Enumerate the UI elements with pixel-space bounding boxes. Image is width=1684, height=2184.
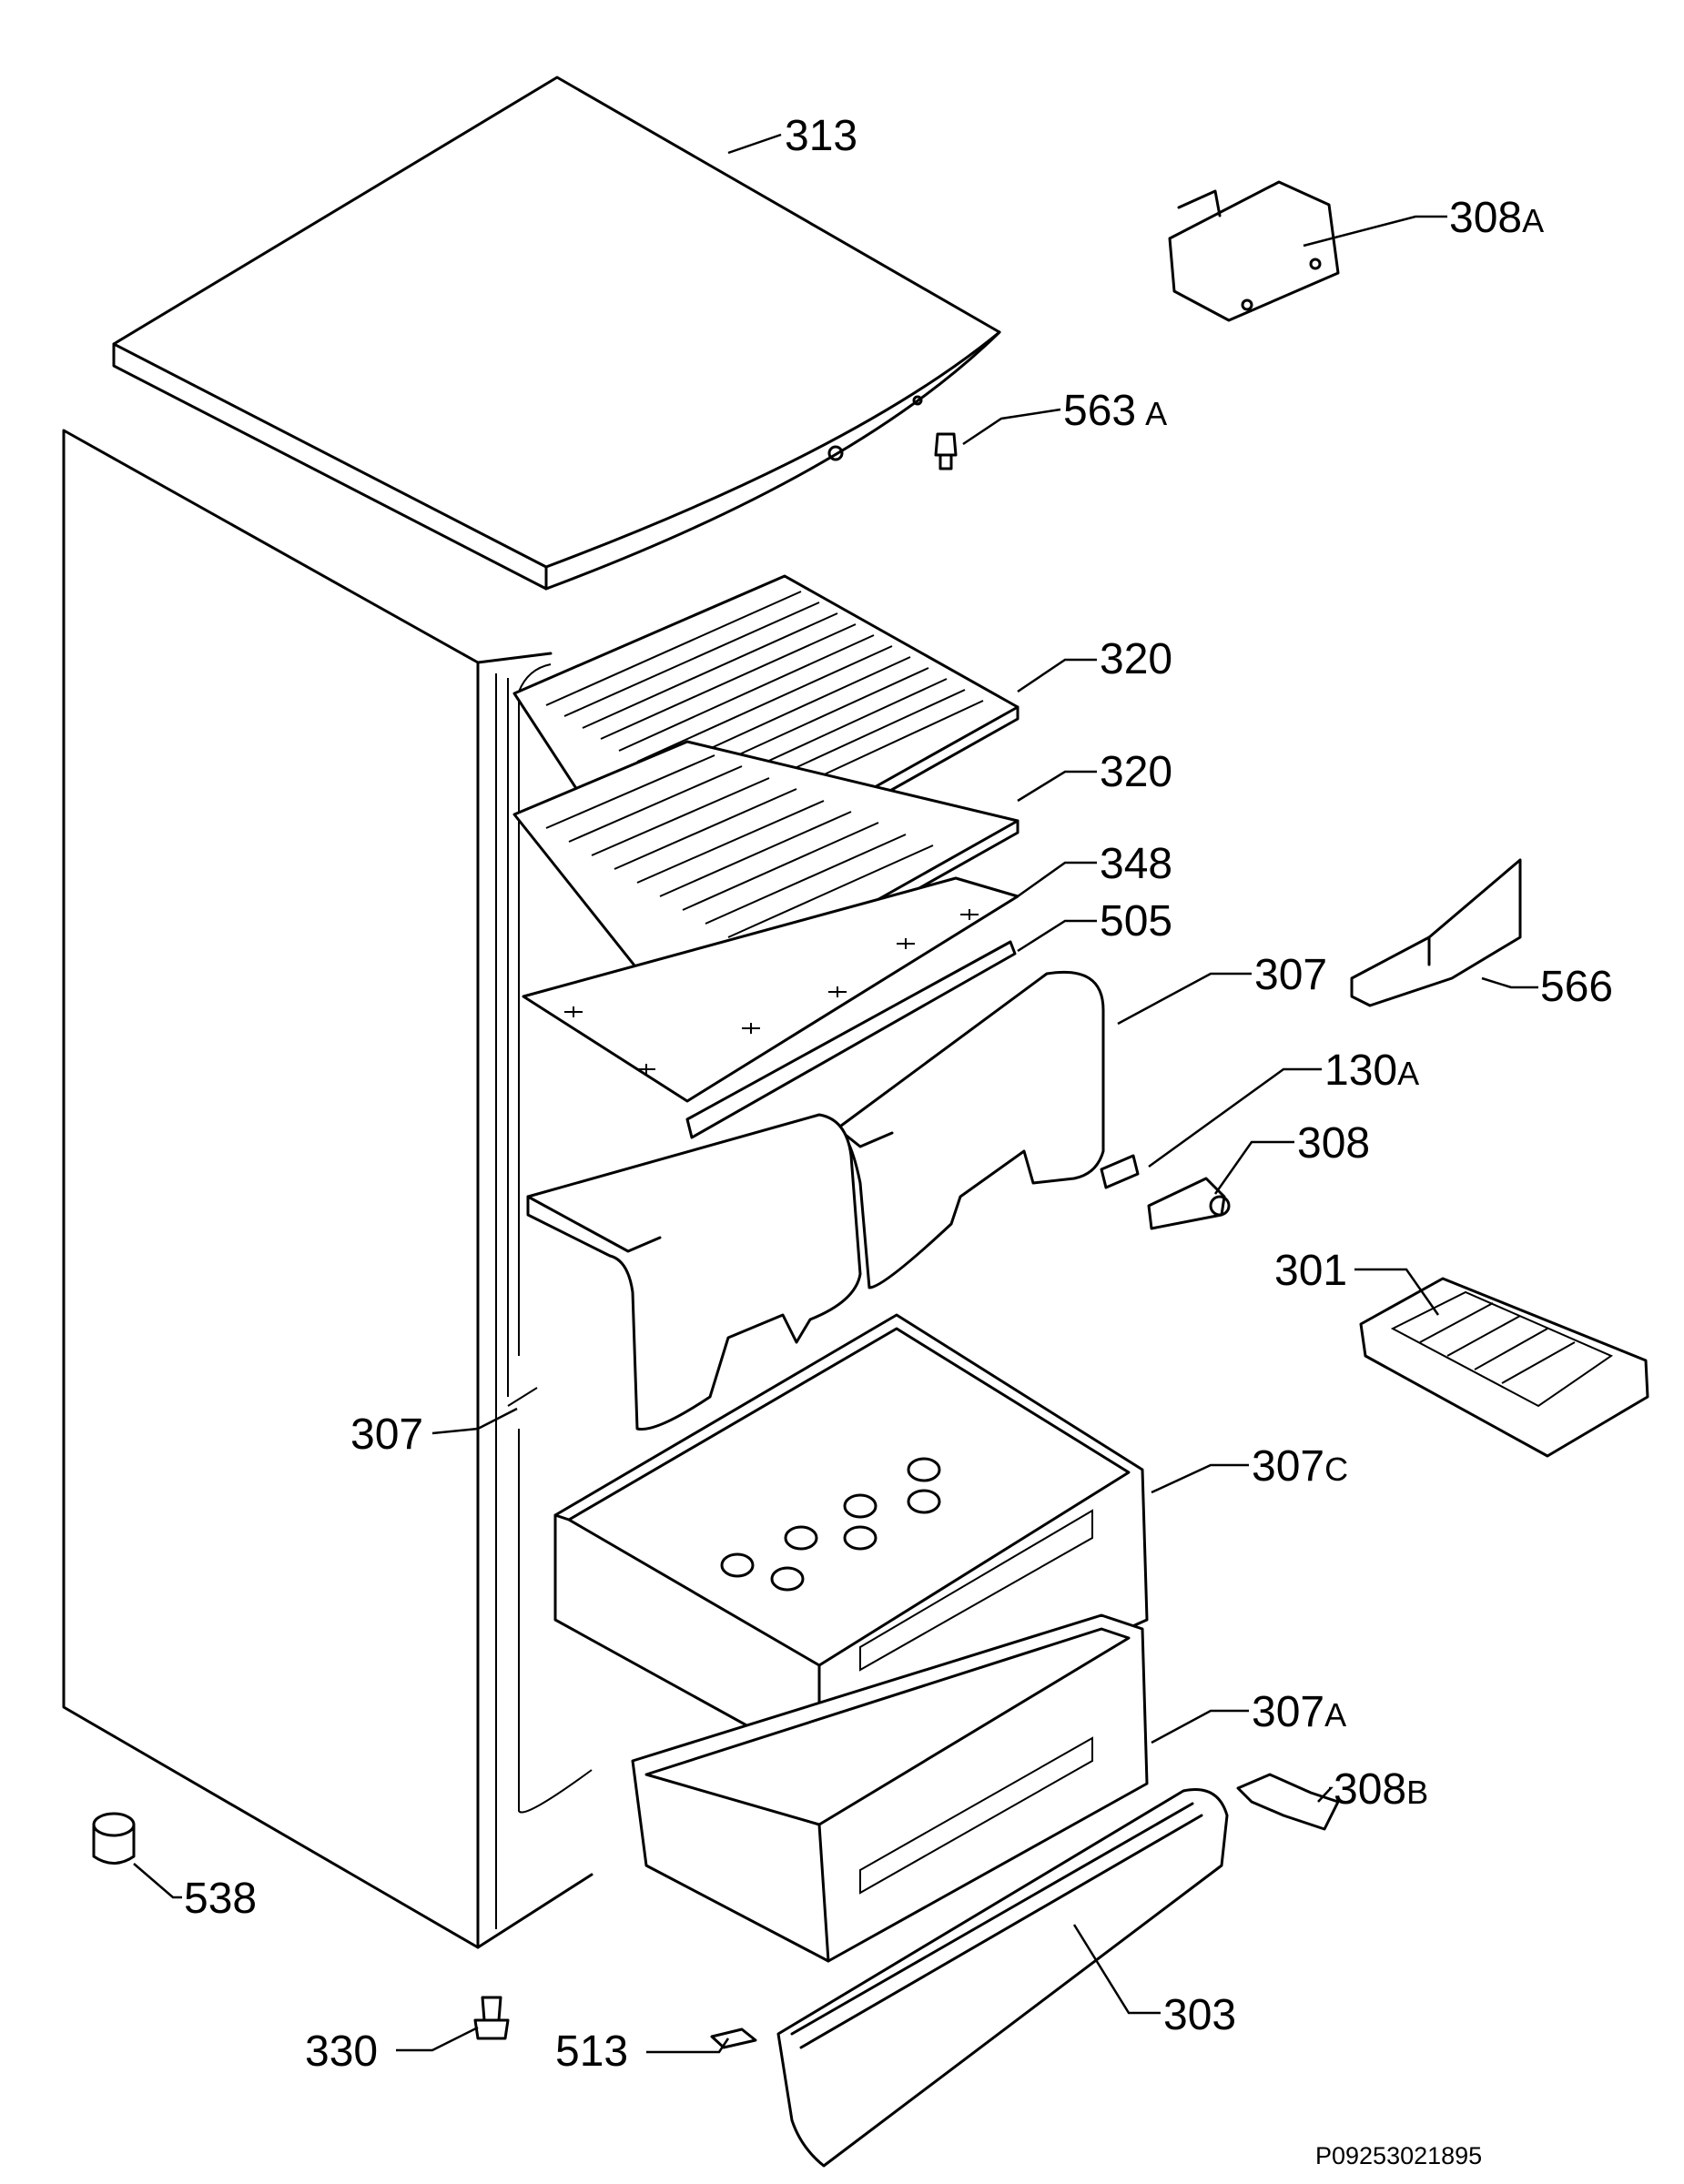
label-308a: 308A xyxy=(1449,194,1544,242)
label-320-lower: 320 xyxy=(1100,748,1172,796)
freezer-drawer-left xyxy=(526,1113,862,1431)
leader-lines xyxy=(133,133,1538,2054)
label-308: 308 xyxy=(1297,1119,1370,1168)
adjustable-foot xyxy=(473,1996,510,2040)
label-307-left: 307 xyxy=(350,1410,423,1459)
label-307a: 307A xyxy=(1252,1688,1346,1736)
hinge-pin-cover xyxy=(1100,1154,1140,1189)
clip-part xyxy=(710,2027,757,2049)
drawing-code: P09253021895 xyxy=(1315,2142,1482,2169)
wire-shelf-lower xyxy=(512,740,1020,1028)
label-308b: 308B xyxy=(1334,1765,1428,1814)
shelf-trim-strip xyxy=(685,940,1017,1139)
lower-basket xyxy=(631,1613,1149,1963)
label-538: 538 xyxy=(184,1875,257,1923)
cover-screw xyxy=(934,432,958,470)
kickplate-bar xyxy=(776,1788,1229,2168)
label-301: 301 xyxy=(1274,1247,1347,1295)
label-320-upper: 320 xyxy=(1100,635,1172,683)
label-513: 513 xyxy=(555,2027,628,2076)
label-307c: 307C xyxy=(1252,1442,1348,1491)
top-cover xyxy=(112,76,1001,591)
label-566: 566 xyxy=(1540,963,1613,1011)
label-130a: 130A xyxy=(1324,1046,1419,1095)
middle-hinge xyxy=(1147,1177,1231,1230)
hinge-bracket-bottom xyxy=(1236,1773,1340,1831)
label-348: 348 xyxy=(1100,840,1172,888)
scraper xyxy=(1350,858,1522,1007)
label-307-upper: 307 xyxy=(1254,951,1327,999)
label-330: 330 xyxy=(305,2027,378,2076)
hinge-bracket-top xyxy=(1168,180,1340,322)
label-303: 303 xyxy=(1163,1991,1236,2039)
foot-pad xyxy=(92,1812,136,1865)
label-313: 313 xyxy=(785,112,857,160)
ice-cube-tray xyxy=(1359,1277,1649,1458)
label-505: 505 xyxy=(1100,897,1172,945)
cabinet-body xyxy=(62,429,593,1949)
